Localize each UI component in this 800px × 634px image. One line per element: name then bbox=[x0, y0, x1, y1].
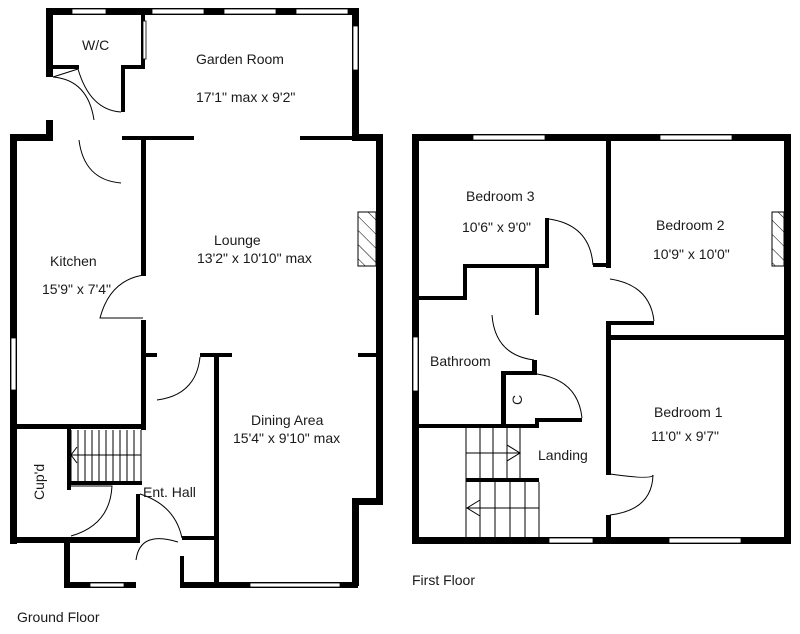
wall bbox=[606, 335, 786, 340]
room-dims: 10'6" x 9'0" bbox=[462, 219, 531, 235]
room-dims: 11'0" x 9'7" bbox=[651, 428, 719, 444]
wall bbox=[415, 424, 539, 428]
room-dims: 10'9" x 10'0" bbox=[653, 246, 730, 262]
wall bbox=[46, 120, 53, 138]
floor-title: Ground Floor bbox=[17, 609, 100, 625]
floor-title: First Floor bbox=[412, 572, 475, 588]
wall bbox=[180, 556, 184, 588]
ground-floor-windows bbox=[10, 8, 359, 588]
wall bbox=[412, 134, 790, 141]
first-floor-stairs bbox=[465, 428, 540, 537]
wall bbox=[606, 515, 611, 540]
wall bbox=[67, 428, 71, 490]
wall bbox=[352, 134, 382, 141]
wall bbox=[415, 296, 467, 300]
wall bbox=[64, 538, 70, 588]
room-name: Lounge bbox=[214, 232, 261, 248]
room-dims: 15'9" x 7'4" bbox=[42, 281, 111, 297]
wall bbox=[358, 353, 378, 357]
fireplace-icon bbox=[357, 211, 377, 267]
ground-floor-stairs bbox=[70, 430, 142, 481]
wall bbox=[463, 264, 549, 268]
wall bbox=[121, 65, 145, 69]
wall bbox=[535, 418, 582, 422]
wall bbox=[535, 418, 539, 428]
wall bbox=[46, 8, 53, 77]
wall bbox=[606, 335, 611, 475]
wall bbox=[606, 138, 611, 268]
wall bbox=[463, 264, 467, 300]
room-name: Landing bbox=[538, 447, 588, 463]
room-dims: 17'1" max x 9'2" bbox=[196, 89, 295, 105]
wall bbox=[352, 498, 383, 505]
wall bbox=[67, 481, 142, 485]
room-dims: 15'4" x 9'10" max bbox=[233, 430, 340, 446]
wall bbox=[501, 371, 537, 375]
wall bbox=[10, 134, 53, 141]
room-name: Kitchen bbox=[50, 253, 97, 269]
first-floor-doors bbox=[491, 218, 655, 516]
wall bbox=[300, 136, 382, 140]
wall bbox=[412, 537, 791, 544]
wall bbox=[532, 360, 537, 374]
wall bbox=[122, 136, 194, 140]
wall bbox=[606, 321, 654, 325]
room-name: Dining Area bbox=[251, 412, 324, 428]
room-name: Bedroom 2 bbox=[656, 217, 725, 233]
wall bbox=[214, 353, 219, 585]
room-name: C bbox=[509, 395, 525, 405]
wall bbox=[13, 424, 146, 429]
room-name: Bedroom 3 bbox=[466, 188, 535, 204]
wall bbox=[146, 353, 157, 357]
wall bbox=[10, 537, 140, 543]
room-name: Ent. Hall bbox=[143, 484, 196, 500]
ground-floor-doors bbox=[52, 68, 201, 561]
wall bbox=[136, 494, 140, 543]
first-floor-windows bbox=[412, 134, 742, 544]
wall bbox=[121, 65, 125, 112]
wall bbox=[535, 264, 539, 315]
fireplace-icon bbox=[771, 211, 785, 267]
wall bbox=[376, 134, 383, 504]
wall bbox=[182, 536, 219, 540]
room-name: Cup'd bbox=[31, 464, 47, 500]
wall bbox=[593, 263, 610, 267]
room-name: Bedroom 1 bbox=[654, 404, 723, 420]
wall bbox=[141, 320, 146, 430]
wall bbox=[53, 65, 79, 69]
room-name: Garden Room bbox=[196, 51, 284, 67]
ground-floor-labels: W/C Garden Room 17'1" max x 9'2" Kitchen… bbox=[17, 37, 340, 625]
room-name: W/C bbox=[82, 37, 109, 53]
wall bbox=[606, 322, 611, 344]
wall bbox=[501, 371, 506, 427]
wall bbox=[141, 138, 146, 276]
wall bbox=[466, 478, 539, 482]
wall bbox=[545, 218, 549, 268]
room-name: Bathroom bbox=[430, 353, 491, 369]
wall bbox=[352, 8, 359, 138]
wall bbox=[352, 498, 359, 586]
wall bbox=[784, 134, 791, 544]
first-floor-labels: Bedroom 3 10'6" x 9'0" Bedroom 2 10'9" x… bbox=[412, 188, 730, 588]
room-dims: 13'2" x 10'10" max bbox=[197, 250, 312, 266]
